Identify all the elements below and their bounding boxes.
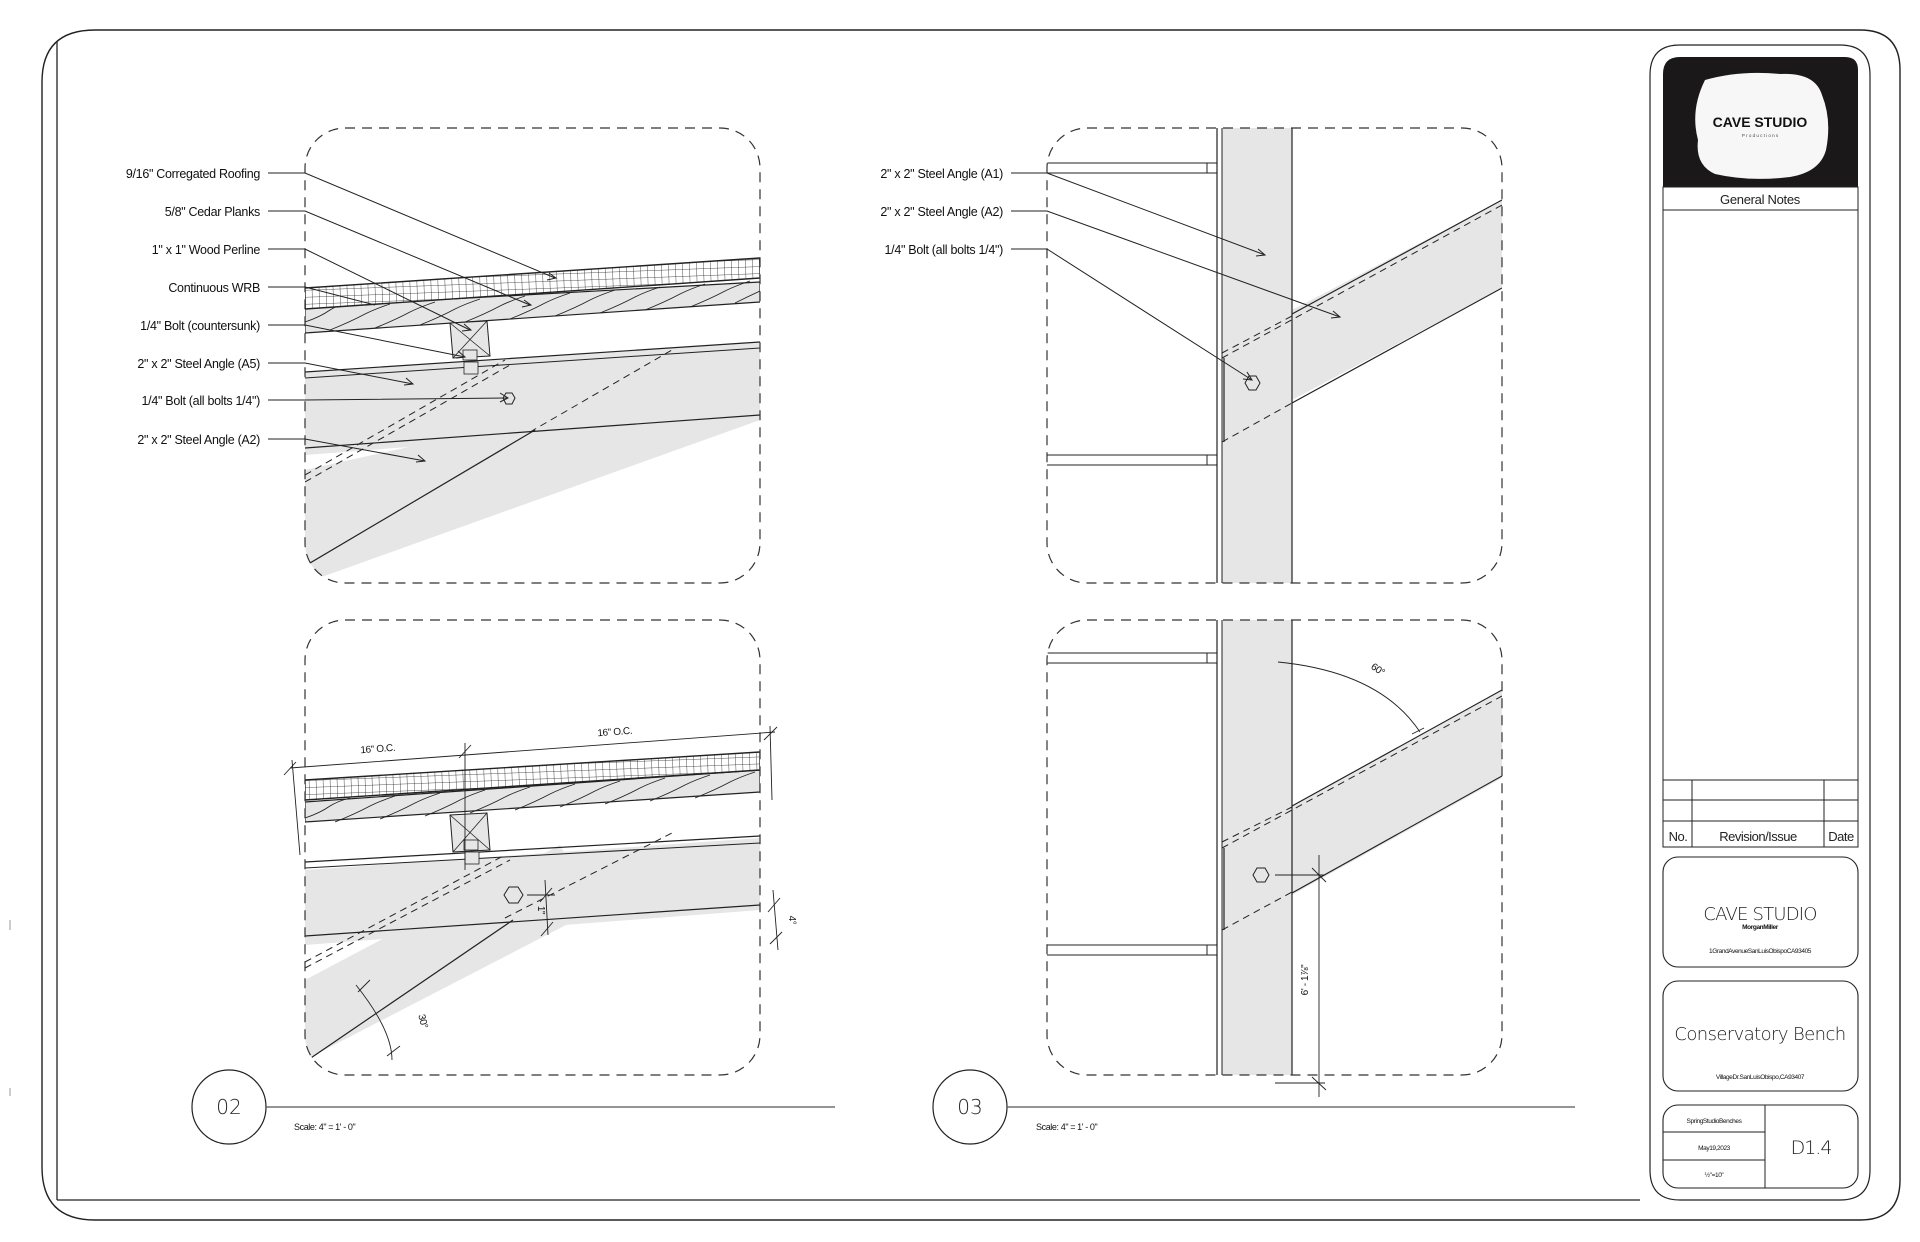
callout-label: 2" x 2" Steel Angle (A2) [137, 433, 260, 447]
revision-header-no: No. [1669, 829, 1688, 844]
general-notes-label: General Notes [1720, 192, 1801, 207]
dimension-slope: 4° [786, 916, 797, 925]
callout-label: 1/4" Bolt (countersunk) [140, 319, 260, 333]
detail-scale: Scale: 4" = 1' - 0" [1036, 1122, 1097, 1132]
logo-subtitle: P r o d u c t i o n s [1742, 133, 1779, 138]
callout-label: 1/4" Bolt (all bolts 1/4") [142, 394, 261, 408]
revision-header-issue: Revision/Issue [1719, 829, 1797, 844]
detail-number: 03 [957, 1095, 982, 1119]
bolt-icon [1244, 375, 1261, 391]
title-block: CAVE STUDIO P r o d u c t i o n s Genera… [1649, 44, 1871, 1201]
detail-02-dimensioned: 16" O.C. 16" O.C. 1" 4° 30° [283, 619, 797, 1076]
callout-label: 2" x 2" Steel Angle (A2) [880, 205, 1003, 219]
firm-address: 1GrandAvenueSanLuisObispoCA93405 [1709, 948, 1812, 955]
dimension-angle: 60° [1369, 661, 1387, 678]
callout-label: Continuous WRB [168, 281, 260, 295]
callout-label: 2" x 2" Steel Angle (A1) [880, 167, 1003, 181]
dimension-spacing-left: 16" O.C. [360, 743, 395, 756]
callout-label: 2" x 2" Steel Angle (A5) [137, 357, 260, 371]
bolt-icon [503, 886, 524, 904]
detail-post-connection [1011, 127, 1503, 584]
callout-label: 1" x 1" Wood Perline [152, 243, 261, 257]
company-logo: CAVE STUDIO P r o d u c t i o n s [1663, 57, 1858, 187]
dimension-angle: 30° [415, 1013, 429, 1030]
callout-labels-post: 2" x 2" Steel Angle (A1) 2" x 2" Steel A… [880, 167, 1003, 257]
callout-label: 5/8" Cedar Planks [165, 205, 260, 219]
detail-03-dimensioned: 60° 6' - 1⅞" [1046, 619, 1503, 1097]
project-box: Conservatory Bench VillageDr.SanLuisObis… [1662, 980, 1859, 1092]
detail-marker-03: 03 Scale: 4" = 1' - 0" [932, 1069, 1575, 1145]
sheet-number: D1.4 [1791, 1137, 1832, 1159]
detail-roof-section [268, 127, 761, 584]
callout-label: 1/4" Bolt (all bolts 1/4") [885, 243, 1004, 257]
detail-marker-02: 02 Scale: 4" = 1' - 0" [191, 1069, 835, 1145]
client-name: SpringStudioBenches [1687, 1118, 1743, 1125]
bolt-icon [1252, 867, 1270, 883]
dimension-spacing-right: 16" O.C. [597, 726, 632, 739]
revision-header-date: Date [1828, 829, 1854, 844]
detail-number: 02 [216, 1095, 241, 1119]
sheet-info-box: SpringStudioBenches May19,2023 ½"=10" D1… [1662, 1104, 1859, 1189]
firm-name: CAVE STUDIO [1703, 904, 1816, 925]
sheet-scale: ½"=10" [1705, 1171, 1725, 1179]
callout-label: 9/16" Corregated Roofing [126, 167, 260, 181]
dimension-height: 6' - 1⅞" [1300, 964, 1311, 995]
revision-table: No. Revision/Issue Date [1663, 779, 1858, 847]
project-address: VillageDr.SanLuisObispo,CA93407 [1716, 1074, 1805, 1081]
dimension-bolt-offset: 1" [535, 906, 546, 915]
project-name: Conservatory Bench [1674, 1024, 1845, 1045]
sheet-border [9, 29, 1901, 1221]
firm-person: MorganMiller [1742, 924, 1779, 931]
detail-scale: Scale: 4" = 1' - 0" [294, 1122, 355, 1132]
issue-date: May19,2023 [1698, 1145, 1731, 1152]
firm-box: CAVE STUDIO MorganMiller 1GrandAvenueSan… [1662, 856, 1859, 968]
callout-labels-roof: 9/16" Corregated Roofing 5/8" Cedar Plan… [126, 167, 261, 447]
logo-title: CAVE STUDIO [1713, 114, 1808, 130]
